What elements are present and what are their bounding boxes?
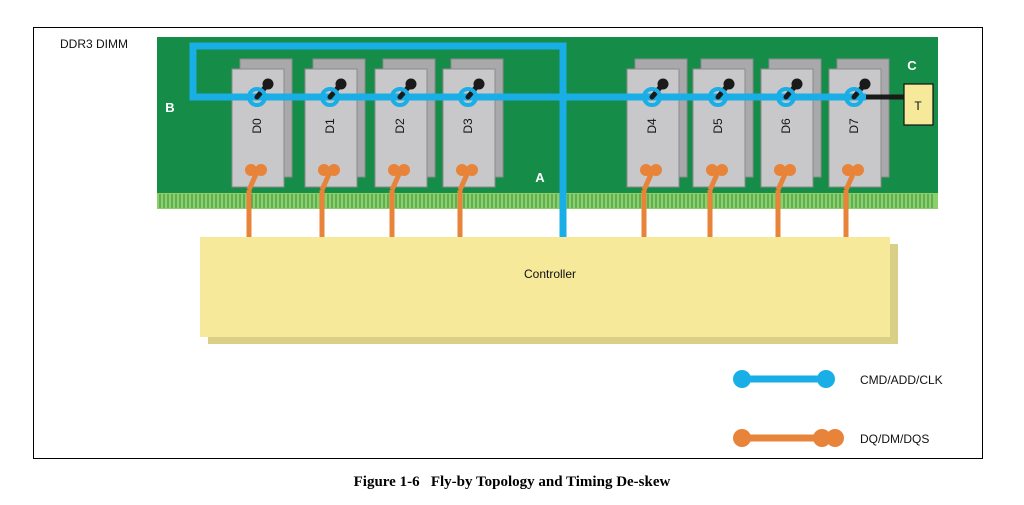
- dq-bend-d7: [843, 170, 857, 192]
- cmd-stub-dot-d3: [473, 78, 485, 90]
- cmd-stub-dot-d4: [657, 78, 669, 90]
- cmd-stub-dot-d0: [262, 78, 274, 90]
- dq-pad-b-d0: [255, 164, 267, 176]
- cmd-tap-d1: [320, 87, 340, 107]
- data-traces: [245, 164, 864, 237]
- chip-label-d3: D3: [461, 118, 475, 134]
- dq-bend-d1: [319, 170, 333, 192]
- cmd-tap-d2: [390, 87, 410, 107]
- terminator-label: T: [914, 99, 922, 113]
- dq-pad-b-d3: [466, 164, 478, 176]
- chip-label-d6: D6: [779, 118, 793, 134]
- legend-data-start-dot: [733, 429, 751, 447]
- point-b-label: B: [165, 100, 174, 115]
- chip-label-d7: D7: [847, 118, 861, 134]
- dq-pad-b-d4: [650, 164, 662, 176]
- dq-pad-a-d5: [706, 164, 718, 176]
- legend: CMD/ADD/CLK DQ/DM/DQS: [733, 370, 943, 447]
- dq-pad-a-d6: [774, 164, 786, 176]
- chip-label-d4: D4: [645, 118, 659, 134]
- cmd-tap-d4: [642, 87, 662, 107]
- legend-cmd-end-dot: [817, 370, 835, 388]
- dq-pad-a-d4: [640, 164, 652, 176]
- edge-connector-pins: [159, 194, 933, 208]
- dq-pad-b-d2: [398, 164, 410, 176]
- dq-bend-d0: [246, 170, 260, 192]
- cmd-stub-dot-d6: [791, 78, 803, 90]
- dq-pad-b-d1: [328, 164, 340, 176]
- cmd-stub-dot-d2: [405, 78, 417, 90]
- point-c-label: C: [907, 58, 917, 73]
- cmd-tap-d6: [776, 87, 796, 107]
- controller-box: [200, 237, 890, 337]
- legend-data-end-dot-2: [826, 429, 844, 447]
- dq-bend-d4: [641, 170, 655, 192]
- dq-pad-a-d1: [318, 164, 330, 176]
- legend-data-label: DQ/DM/DQS: [860, 432, 929, 446]
- chip-label-d1: D1: [323, 118, 337, 134]
- dq-bend-d5: [707, 170, 721, 192]
- bus-taps: [247, 78, 871, 107]
- point-a-label: A: [535, 170, 545, 185]
- dq-pad-a-d0: [245, 164, 257, 176]
- legend-cmd-label: CMD/ADD/CLK: [860, 373, 943, 387]
- dq-bend-d6: [775, 170, 789, 192]
- figure-caption: Figure 1-6 Fly-by Topology and Timing De…: [353, 474, 671, 490]
- dq-pad-b-d6: [784, 164, 796, 176]
- dq-pad-a-d3: [456, 164, 468, 176]
- chip-label-d0: D0: [250, 118, 264, 134]
- dq-bend-d2: [389, 170, 403, 192]
- cmd-tap-d7: [844, 87, 864, 107]
- dq-pad-a-d7: [842, 164, 854, 176]
- terminator-box: [903, 83, 934, 126]
- legend-data-end-dot-1: [813, 429, 831, 447]
- legend-cmd-start-dot: [733, 370, 751, 388]
- cmd-tap-d5: [708, 87, 728, 107]
- chip-label-d5: D5: [711, 118, 725, 134]
- figure-frame: [33, 27, 983, 459]
- cmd-tap-d3: [458, 87, 478, 107]
- cmd-bus-trace: [189, 42, 866, 237]
- dq-pad-b-d5: [716, 164, 728, 176]
- dq-bend-d3: [457, 170, 471, 192]
- cmd-stub-dot-d1: [335, 78, 347, 90]
- controller-label: Controller: [524, 267, 576, 281]
- dq-pad-b-d7: [852, 164, 864, 176]
- cmd-stub-dot-d7: [859, 78, 871, 90]
- cmd-tap-d0: [247, 87, 267, 107]
- dq-pad-a-d2: [388, 164, 400, 176]
- chip-label-d2: D2: [393, 118, 407, 134]
- cmd-stub-dot-d5: [723, 78, 735, 90]
- dimm-label: DDR3 DIMM: [60, 37, 128, 51]
